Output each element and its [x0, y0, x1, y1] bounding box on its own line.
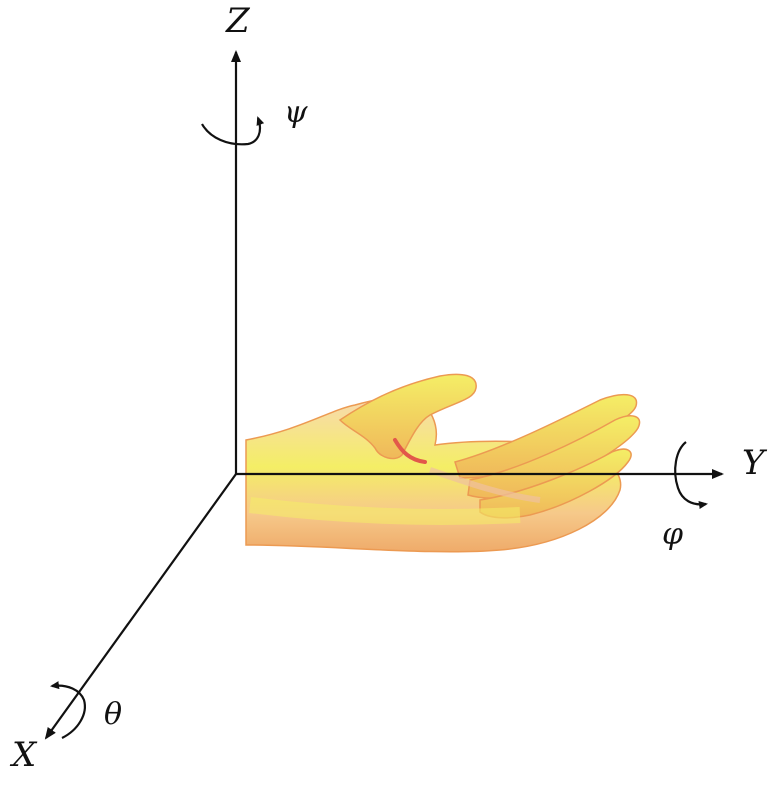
x-axis	[44, 473, 237, 740]
y-axis-label: Y	[742, 443, 765, 483]
psi-label: ψ	[284, 95, 308, 130]
rotation-arrow-icon	[674, 441, 708, 509]
phi-label: φ	[662, 517, 684, 552]
hand-icon	[245, 373, 641, 553]
x-axis-label: X	[12, 735, 37, 775]
rotation-arrow-icon	[50, 681, 86, 739]
z-axis-label: Z	[226, 1, 250, 41]
theta-label: θ	[104, 697, 123, 732]
rotation-arrow-icon	[201, 116, 265, 146]
